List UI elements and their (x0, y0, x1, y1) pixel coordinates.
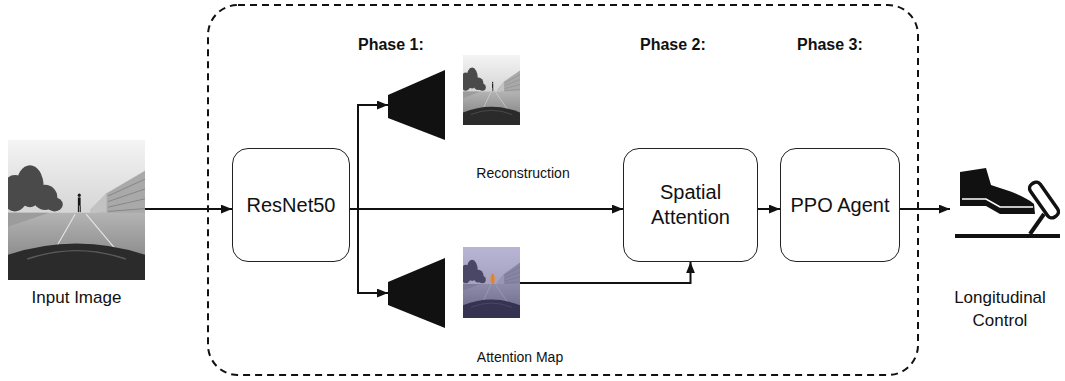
decoder-output: Reconstruction (388, 55, 520, 140)
pipeline-boundary (208, 5, 918, 375)
input-image: Input Image (8, 140, 145, 280)
process-box: PPO Agent (780, 148, 900, 262)
image-caption: Longitudinal Control (940, 286, 1060, 332)
process-box: Spatial Attention (623, 148, 758, 262)
image-caption: Input Image (2, 287, 152, 309)
flow-arrow (145, 208, 232, 210)
phase-label: Phase 2: (640, 36, 706, 54)
input-photo (1, 140, 145, 280)
flow-arrow (520, 262, 691, 283)
flow-arrow (350, 105, 388, 209)
flow-arrow (758, 208, 780, 210)
decoder-output: Attention Map (388, 247, 520, 328)
decoder-symbol (388, 70, 445, 140)
flow-arrow (900, 208, 950, 210)
phase-label: Phase 3: (797, 36, 863, 54)
image-caption: Reconstruction (453, 165, 593, 182)
pedal-icon (955, 168, 1060, 238)
process-box: ResNet50 (232, 148, 350, 262)
phase-label: Phase 1: (358, 36, 424, 54)
decoder-symbol (388, 258, 445, 328)
flow-arrow (350, 209, 388, 293)
attention-photo (460, 247, 520, 318)
control-output: Longitudinal Control (950, 165, 1062, 240)
box-label: PPO Agent (791, 193, 890, 218)
box-label: Spatial Attention (624, 180, 757, 230)
image-caption: Attention Map (450, 349, 590, 366)
flow-arrow (350, 208, 623, 210)
reconstruction-photo (460, 55, 520, 125)
box-label: ResNet50 (247, 193, 336, 218)
